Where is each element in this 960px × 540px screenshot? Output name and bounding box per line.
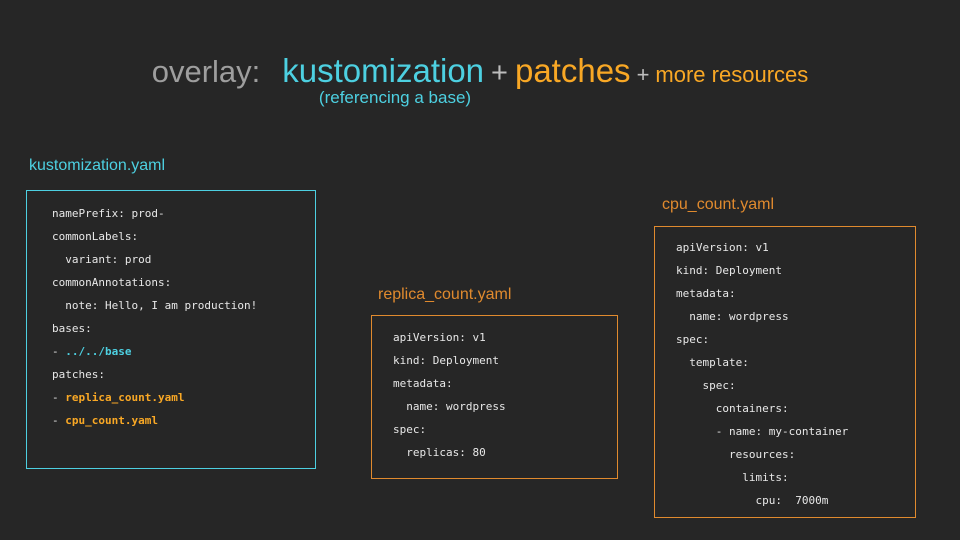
code-line: replicas: 80 <box>393 441 617 464</box>
title-term-kustomization: kustomization <box>282 52 485 89</box>
code-token: - name: my-container <box>676 425 849 438</box>
code-token: ../../base <box>65 345 132 358</box>
code-token: cpu: 7000m <box>676 494 829 507</box>
code-token: spec: <box>676 379 736 392</box>
code-line: bases: <box>52 317 315 340</box>
panel-label-cpu-count: cpu_count.yaml <box>662 196 775 213</box>
code-line: variant: prod <box>52 248 315 271</box>
code-token: limits: <box>676 471 789 484</box>
code-token: bases: <box>52 322 92 335</box>
code-token: - <box>52 391 66 404</box>
code-token: kind: Deployment <box>393 354 499 367</box>
code-line: metadata: <box>393 372 617 395</box>
code-token: variant: prod <box>52 253 152 266</box>
code-line: kind: Deployment <box>676 259 915 282</box>
code-line: commonAnnotations: <box>52 271 315 294</box>
code-line: apiVersion: v1 <box>676 236 915 259</box>
subtitle-text: (referencing a base) <box>318 88 472 107</box>
panel-label-kustomization: kustomization.yaml <box>29 157 166 174</box>
code-line: spec: <box>393 418 617 441</box>
code-token: replica_count.yaml <box>65 391 185 404</box>
code-token: spec: <box>393 423 427 436</box>
code-token: namePrefix: prod- <box>52 207 165 220</box>
code-line: template: <box>676 351 915 374</box>
code-line: apiVersion: v1 <box>393 326 617 349</box>
code-token: apiVersion: v1 <box>393 331 486 344</box>
code-token: note: Hello, I am production! <box>52 299 258 312</box>
code-token: apiVersion: v1 <box>676 241 769 254</box>
code-token: spec: <box>676 333 710 346</box>
code-token: metadata: <box>393 377 453 390</box>
code-token: name: wordpress <box>676 310 789 323</box>
code-line: kind: Deployment <box>393 349 617 372</box>
title-plus-2: + <box>636 62 650 87</box>
code-line: metadata: <box>676 282 915 305</box>
code-token: replicas: 80 <box>393 446 486 459</box>
code-line: patches: <box>52 363 315 386</box>
code-content-kustomization: namePrefix: prod-commonLabels: variant: … <box>27 191 315 432</box>
code-box-kustomization: namePrefix: prod-commonLabels: variant: … <box>26 190 316 469</box>
code-line: name: wordpress <box>393 395 617 418</box>
code-token: commonAnnotations: <box>52 276 172 289</box>
code-token: cpu_count.yaml <box>65 414 158 427</box>
code-token: - <box>52 345 66 358</box>
code-line: cpu: 7000m <box>676 489 915 512</box>
code-token: resources: <box>676 448 796 461</box>
code-line: limits: <box>676 466 915 489</box>
code-line: - cpu_count.yaml <box>52 409 315 432</box>
code-token: kind: Deployment <box>676 264 782 277</box>
code-line: resources: <box>676 443 915 466</box>
code-line: note: Hello, I am production! <box>52 294 315 317</box>
code-token: patches: <box>52 368 105 381</box>
code-line: - ../../base <box>52 340 315 363</box>
code-line: spec: <box>676 374 915 397</box>
code-token: containers: <box>676 402 789 415</box>
slide-title: overlay:kustomization+patches+more resou… <box>0 52 960 90</box>
code-token: name: wordpress <box>393 400 506 413</box>
title-term-more-resources: more resources <box>655 62 809 87</box>
code-token: metadata: <box>676 287 736 300</box>
code-line: - replica_count.yaml <box>52 386 315 409</box>
slide-subtitle: (referencing a base) <box>0 88 960 108</box>
code-line: commonLabels: <box>52 225 315 248</box>
panel-label-replica-count: replica_count.yaml <box>378 286 512 303</box>
code-token: template: <box>676 356 749 369</box>
title-term-patches: patches <box>514 52 631 89</box>
title-plus-1: + <box>491 57 508 89</box>
code-token: commonLabels: <box>52 230 139 243</box>
title-prefix: overlay: <box>151 54 261 89</box>
code-line: spec: <box>676 328 915 351</box>
code-line: containers: <box>676 397 915 420</box>
code-line: namePrefix: prod- <box>52 202 315 225</box>
code-line: - name: my-container <box>676 420 915 443</box>
code-token: - <box>52 414 66 427</box>
code-line: name: wordpress <box>676 305 915 328</box>
